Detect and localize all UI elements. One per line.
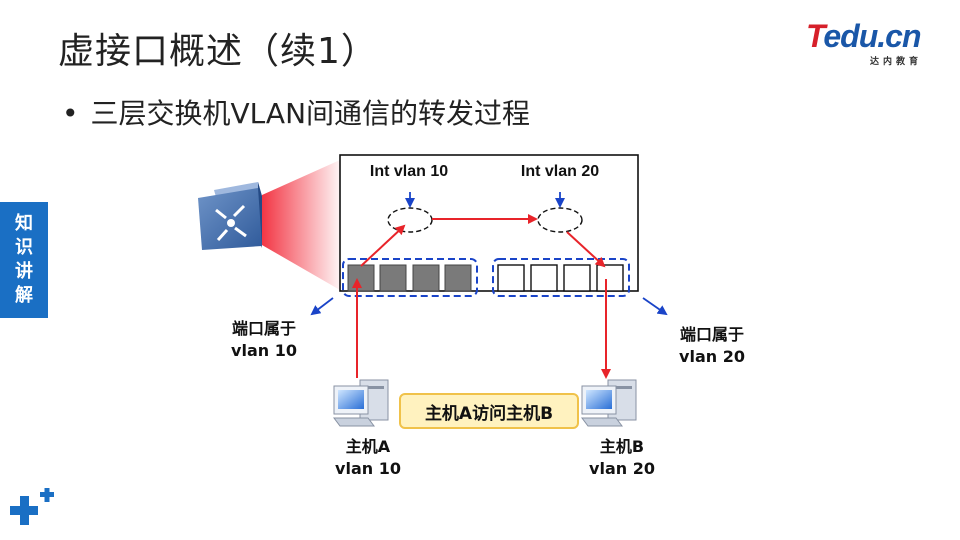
svi-vlan10-label: Int vlan 10 xyxy=(370,163,448,180)
plus-icon xyxy=(10,488,54,525)
side-tab-char: 识 xyxy=(15,237,33,258)
pointer-vlan10-group xyxy=(310,297,334,316)
side-tab-char: 知 xyxy=(15,213,33,234)
port-vlan10-1 xyxy=(347,264,375,292)
host-a-label: 主机A vlan 10 xyxy=(335,437,401,478)
vlan10-port-group xyxy=(342,258,478,297)
port-vlan20-2 xyxy=(530,264,558,292)
flow-svi20-to-port xyxy=(566,231,606,268)
logo-wordmark: Tedu.cn xyxy=(806,18,921,54)
port-vlan10-2 xyxy=(379,264,407,292)
side-tab-char: 讲 xyxy=(15,261,33,282)
vlan20-ports xyxy=(497,264,624,292)
flow-port-to-svi10 xyxy=(360,224,406,267)
pointer-vlan20-group xyxy=(642,297,668,316)
slide-title: 虚接口概述（续1） xyxy=(58,31,378,72)
zoom-beam xyxy=(262,160,340,290)
vlan10-port-label: 端口属于 vlan 10 xyxy=(231,319,297,360)
side-tab-knowledge: 知 识 讲 解 xyxy=(0,202,48,318)
port-vlan20-4 xyxy=(596,264,624,292)
svi-vlan20-ellipse xyxy=(537,207,583,233)
vlan20-port-group xyxy=(492,258,630,297)
port-vlan10-4 xyxy=(444,264,472,292)
l3-switch-icon xyxy=(198,182,262,250)
bullet-text: 三层交换机VLAN间通信的转发过程 xyxy=(90,97,531,130)
tedu-logo: Tedu.cn 达内教育 xyxy=(806,18,936,68)
host-b-computer-icon xyxy=(581,379,637,427)
port-vlan20-1 xyxy=(497,264,525,292)
host-b-label: 主机B vlan 20 xyxy=(589,437,655,478)
side-tab-char: 解 xyxy=(15,285,33,306)
logo-subtitle: 达内教育 xyxy=(870,57,923,67)
scenario-banner: 主机A访问主机B xyxy=(399,393,579,429)
port-vlan20-3 xyxy=(563,264,591,292)
vlan20-port-label: 端口属于 vlan 20 xyxy=(679,325,745,366)
svi-vlan20-label: Int vlan 20 xyxy=(521,163,599,180)
port-vlan10-3 xyxy=(412,264,440,292)
host-a-computer-icon xyxy=(333,379,389,427)
bullet-item: •三层交换机VLAN间通信的转发过程 xyxy=(62,97,531,130)
